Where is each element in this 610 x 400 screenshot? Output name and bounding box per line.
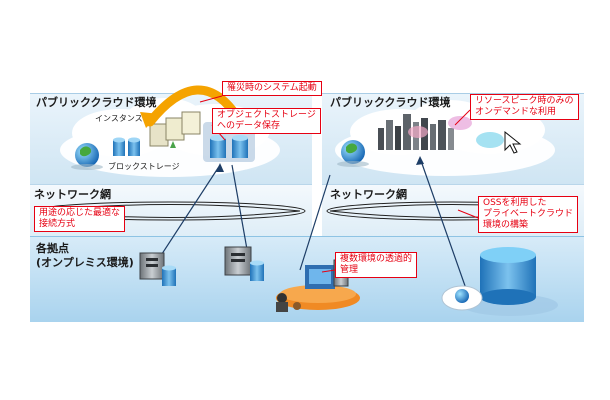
disaster-recovery-arrow (140, 85, 243, 128)
onprem-title-line2: (オンプレミス環境) (36, 256, 134, 269)
callout-text: 環境の構築 (483, 220, 529, 230)
onprem-server-icon (139, 252, 176, 286)
private-cloud-icon (441, 247, 558, 316)
callout-text: リソースピーク時のみの (475, 96, 574, 106)
block-storage-label: ブロックストレージ (108, 162, 180, 171)
private-cloud-callout: OSSを利用した プライベートクラウド 環境の構築 (478, 196, 579, 233)
left-globe-icon (71, 143, 103, 170)
right-network-title: ネットワーク網 (330, 188, 407, 201)
right-globe-icon (337, 140, 369, 167)
connection-lines (157, 157, 471, 301)
callout-text: プライベートクラウド (483, 209, 574, 219)
instance-servers-icon (149, 111, 201, 147)
callout-text: OSSを利用した (483, 198, 547, 208)
left-cloud-title: パブリッククラウド環境 (36, 96, 157, 109)
instance-label: インスタンス (95, 114, 143, 123)
callout-text: へのデータ保存 (217, 121, 281, 131)
callout-text: 管理 (340, 265, 359, 275)
multi-environment-callout: 複数環境の透過的 管理 (335, 252, 418, 278)
callout-text: オブジェクトストレージ (217, 110, 316, 120)
object-storage-callout: オブジェクトストレージ へのデータ保存 (212, 108, 321, 134)
peak-usage-callout: リソースピーク時のみの オンデマンドな利用 (470, 94, 579, 120)
left-network-title: ネットワーク網 (34, 188, 111, 201)
callout-text: 用途の応じた最適な (39, 208, 121, 218)
onprem-title-line1: 各拠点 (36, 242, 69, 255)
callout-text: 接続方式 (39, 219, 76, 229)
cursor-icon (504, 130, 522, 154)
management-platform-icon (276, 259, 360, 312)
callout-text: オンデマンドな利用 (475, 107, 557, 117)
disaster-recovery-callout: 罹災時のシステム起動 (222, 81, 322, 96)
onprem-server-icon (224, 246, 264, 281)
callout-text: 複数環境の透過的 (340, 254, 413, 264)
callout-text: 罹災時のシステム起動 (227, 83, 317, 93)
cloud-city-cluster (378, 114, 504, 150)
block-storage-icon (113, 137, 176, 156)
connection-method-callout: 用途の応じた最適な 接続方式 (34, 206, 126, 232)
right-cloud-title: パブリッククラウド環境 (330, 96, 451, 109)
